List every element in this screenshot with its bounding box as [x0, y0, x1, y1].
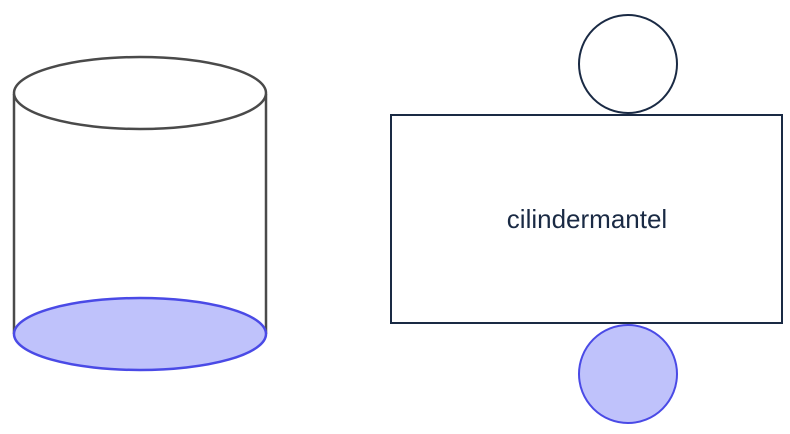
net-top-circle — [578, 14, 678, 114]
cylinder-3d — [12, 55, 268, 372]
net-mantle-label: cilindermantel — [507, 204, 667, 234]
cylinder-net: cilindermantel — [390, 14, 783, 424]
cylinder-top-face — [12, 55, 268, 131]
cylinder-bottom-face — [12, 296, 268, 372]
net-bottom-circle — [578, 324, 678, 424]
net-mantle-rectangle — [390, 114, 783, 324]
